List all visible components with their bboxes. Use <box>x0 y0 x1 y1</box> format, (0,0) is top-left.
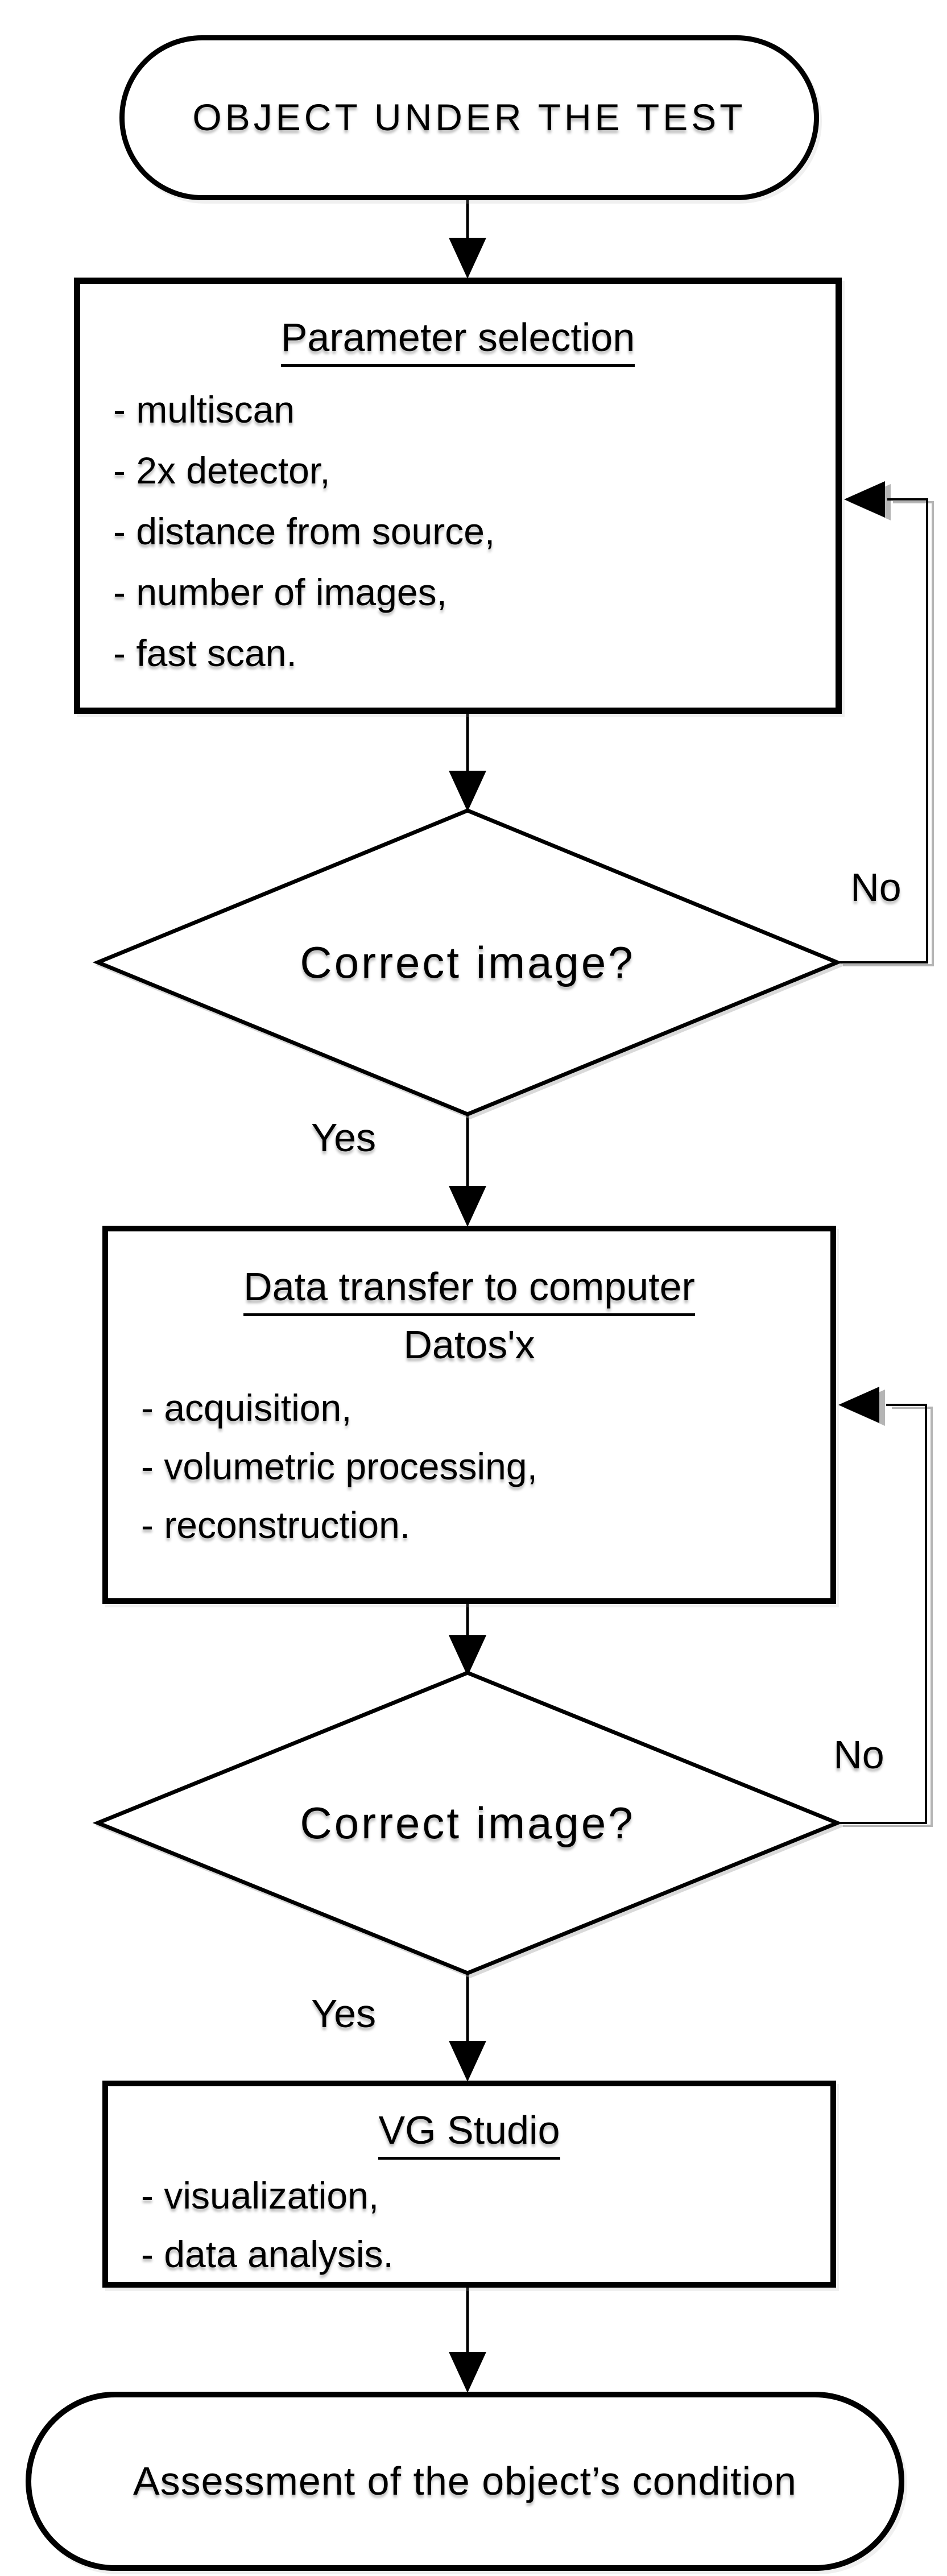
terminator-end-label: Assessment of the object’s condition <box>133 2459 797 2504</box>
feedback-loops <box>837 481 928 1824</box>
arrowhead-icon <box>449 1635 486 1676</box>
list-item: - data analysis. <box>141 2233 394 2275</box>
process-subtitle: Datos'x <box>403 1322 535 1367</box>
list-item: - 2x detector, <box>113 449 330 491</box>
feedback-loop-1-line <box>837 498 928 964</box>
decision-diamonds <box>92 808 843 1975</box>
list-item: - acquisition, <box>141 1387 352 1429</box>
arrowhead-icon <box>449 238 486 279</box>
terminator-start-label: OBJECT UNDER THE TEST <box>192 96 746 139</box>
flow-arrows <box>449 196 486 2393</box>
decision-2-question: Correct image? <box>300 1797 635 1848</box>
list-item: - multiscan <box>113 388 295 431</box>
terminator-start: OBJECT UNDER THE TEST <box>119 35 819 200</box>
list-item: - number of images, <box>113 571 447 613</box>
list-item: - fast scan. <box>113 632 297 674</box>
process-data-transfer: Data transfer to computer Datos'x - acqu… <box>102 1226 836 1604</box>
decision-1-question: Correct image? <box>300 937 635 987</box>
list-item: - visualization, <box>141 2174 379 2217</box>
list-item: - volumetric processing, <box>141 1445 537 1487</box>
feedback-loop-1-arrowhead-icon <box>844 481 885 518</box>
arrowhead-icon <box>449 2352 486 2393</box>
arrowhead-icon <box>449 1186 486 1227</box>
decision-diamond-1 <box>92 808 843 1117</box>
process-title: VG Studio <box>378 2106 560 2160</box>
feedback-loop-2-line <box>837 1404 927 1824</box>
process-vg-studio: VG Studio - visualization, - data analys… <box>102 2081 836 2288</box>
process-title: Parameter selection <box>280 313 635 367</box>
terminator-end: Assessment of the object’s condition <box>26 2392 904 2571</box>
arrowhead-icon <box>449 771 486 812</box>
process-parameter-selection: Parameter selection - multiscan - 2x det… <box>74 278 842 714</box>
decision-1-yes-label: Yes <box>311 1115 377 1160</box>
list-item: - reconstruction. <box>141 1504 411 1546</box>
decision-2-yes-label: Yes <box>311 1991 377 2036</box>
list-item: - distance from source, <box>113 510 495 552</box>
decision-2-no-label: No <box>833 1733 884 1777</box>
arrowhead-icon <box>449 2041 486 2082</box>
decision-diamond-2 <box>92 1671 843 1975</box>
process-title: Data transfer to computer <box>243 1263 695 1316</box>
feedback-loop-2-arrowhead-icon <box>838 1387 879 1423</box>
decision-1-no-label: No <box>850 865 901 909</box>
